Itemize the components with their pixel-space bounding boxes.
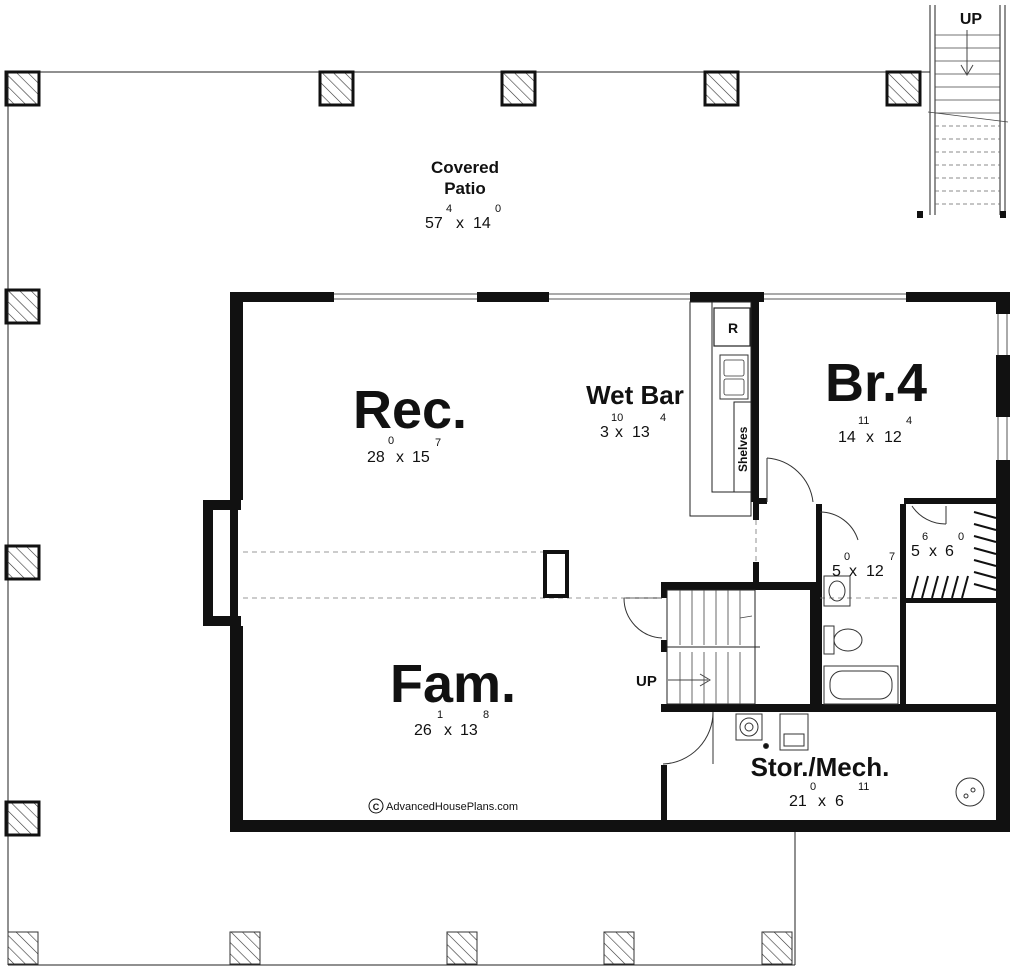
fam-sup-b: 8 bbox=[483, 709, 489, 721]
copyright-symbol: C bbox=[373, 802, 380, 812]
rec-dim-b: 15 bbox=[412, 449, 430, 466]
wetbar-sup-b: 4 bbox=[660, 412, 666, 424]
post bbox=[4, 544, 41, 581]
room-patio: Covered Patio 57 4 x 14 0 bbox=[425, 158, 501, 232]
floor-drain bbox=[955, 777, 985, 807]
column bbox=[543, 550, 569, 598]
patio-name-line2: Patio bbox=[444, 179, 486, 198]
shelves-label: Shelves bbox=[736, 426, 750, 472]
wetbar-dim-x: x bbox=[615, 424, 623, 441]
fam-dim-b: 13 bbox=[460, 722, 478, 739]
wetbar-sup-a: 10 bbox=[611, 412, 623, 424]
rec-sup-b: 7 bbox=[435, 437, 441, 449]
patio-dim-b: 14 bbox=[473, 215, 491, 232]
fam-name: Fam. bbox=[390, 654, 516, 714]
post bbox=[446, 931, 478, 965]
br4-name: Br.4 bbox=[825, 353, 927, 413]
bath-dim-b: 12 bbox=[866, 563, 884, 580]
fam-dim-a: 26 bbox=[414, 722, 432, 739]
fridge-label: R bbox=[728, 320, 738, 336]
patio-sup-a: 4 bbox=[446, 203, 452, 215]
sink-icon bbox=[719, 354, 749, 400]
rec-dim-a: 28 bbox=[367, 449, 385, 466]
credit-text: AdvancedHousePlans.com bbox=[386, 801, 518, 813]
closet-dim-x: x bbox=[929, 543, 937, 560]
room-br4: Br.4 14 11 x 12 4 bbox=[825, 353, 927, 446]
vanity bbox=[823, 575, 851, 607]
rec-sup-a: 0 bbox=[388, 435, 394, 447]
room-rec: Rec. 28 0 x 15 7 bbox=[353, 380, 467, 466]
patio-dim-a: 57 bbox=[425, 215, 443, 232]
post bbox=[4, 70, 41, 107]
closet-dim-b: 6 bbox=[945, 543, 954, 560]
patio-posts bbox=[4, 70, 922, 965]
wet-bar-counter: R Shelves bbox=[689, 301, 752, 517]
patio-sup-b: 0 bbox=[495, 203, 501, 215]
bath-dim-x: x bbox=[849, 563, 857, 580]
bath-dim-a: 5 bbox=[832, 563, 841, 580]
post bbox=[603, 931, 635, 965]
stor-dim-x: x bbox=[818, 793, 826, 810]
furnace bbox=[779, 713, 809, 751]
toilet-bowl bbox=[833, 628, 863, 652]
fam-dim-x: x bbox=[444, 722, 452, 739]
post bbox=[229, 931, 261, 965]
br4-dim-a: 14 bbox=[838, 429, 856, 446]
wetbar-name: Wet Bar bbox=[586, 380, 684, 410]
stor-name: Stor./Mech. bbox=[751, 752, 890, 782]
exterior-stairs: UP bbox=[917, 5, 1009, 218]
br4-sup-a: 11 bbox=[858, 415, 869, 427]
stor-dim-a: 21 bbox=[789, 793, 807, 810]
fam-sup-a: 1 bbox=[437, 709, 443, 721]
patio-name-line1: Covered bbox=[431, 158, 499, 177]
toilet-tank bbox=[823, 625, 835, 655]
post bbox=[4, 288, 41, 325]
rec-dim-x: x bbox=[396, 449, 404, 466]
post bbox=[761, 931, 793, 965]
closet-dim-a: 5 bbox=[911, 543, 920, 560]
credit: C AdvancedHousePlans.com bbox=[368, 798, 518, 814]
patio-dim-x: x bbox=[456, 215, 464, 232]
br4-dim-x: x bbox=[866, 429, 874, 446]
room-wetbar: Wet Bar 3 10 x 13 4 bbox=[586, 380, 684, 441]
exterior-walls bbox=[203, 292, 1010, 832]
post bbox=[318, 70, 355, 107]
stor-dim-b: 6 bbox=[835, 793, 844, 810]
interior-stairs: UP bbox=[636, 589, 760, 705]
room-bath: 5 0 x 12 7 bbox=[832, 551, 895, 580]
post bbox=[500, 70, 537, 107]
closet-sup-b: 0 bbox=[958, 531, 964, 543]
wetbar-dim-b: 13 bbox=[632, 424, 650, 441]
interior-walls bbox=[661, 296, 1001, 825]
stor-sup-a: 0 bbox=[810, 781, 816, 793]
water-heater bbox=[735, 713, 763, 741]
door-swings bbox=[623, 457, 947, 765]
post bbox=[885, 70, 922, 107]
windows bbox=[334, 293, 1008, 460]
post bbox=[4, 800, 41, 837]
stor-sup-b: 11 bbox=[858, 781, 869, 793]
br4-dim-b: 12 bbox=[884, 429, 902, 446]
closet-sup-a: 6 bbox=[922, 531, 928, 543]
rec-name: Rec. bbox=[353, 380, 467, 440]
mech-fixtures bbox=[735, 713, 985, 807]
room-fam: Fam. 26 1 x 13 8 bbox=[390, 654, 516, 739]
bath-fixtures bbox=[823, 575, 899, 705]
stairs-up-interior-label: UP bbox=[636, 673, 657, 690]
bathtub bbox=[823, 665, 899, 705]
bath-sup-a: 0 bbox=[844, 551, 850, 563]
wetbar-dim-a: 3 bbox=[600, 424, 609, 441]
post bbox=[7, 931, 39, 965]
room-closet: 5 6 x 6 0 bbox=[911, 531, 964, 560]
bath-sup-b: 7 bbox=[889, 551, 895, 563]
stairs-up-top-label: UP bbox=[960, 11, 983, 28]
room-stor: Stor./Mech. 21 0 x 6 11 bbox=[751, 752, 890, 810]
dashed-lines bbox=[243, 520, 900, 599]
br4-sup-b: 4 bbox=[906, 415, 912, 427]
post bbox=[703, 70, 740, 107]
closet-hangers bbox=[911, 511, 997, 599]
